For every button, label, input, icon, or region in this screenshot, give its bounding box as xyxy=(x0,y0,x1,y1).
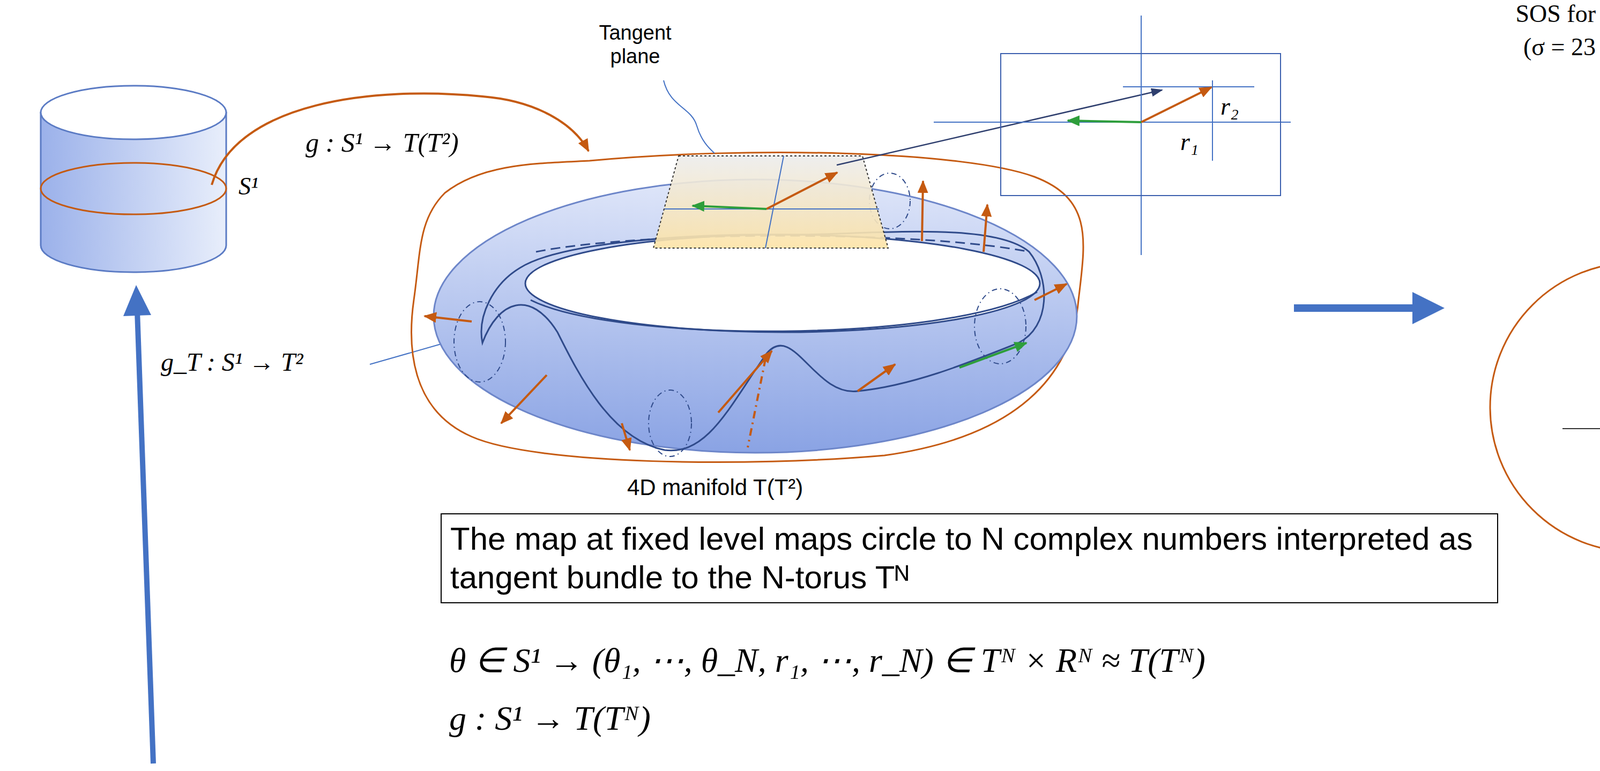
vector-arrows xyxy=(983,204,988,252)
right-arrow xyxy=(1293,304,1418,312)
inset-box: r₂ r₁ xyxy=(1000,53,1282,197)
partial-circle xyxy=(1490,262,1600,553)
vector-arrows xyxy=(501,375,547,424)
tangent-plane xyxy=(653,155,889,249)
map-curve xyxy=(211,93,589,185)
map-label: g : S¹ → T(T²) xyxy=(305,127,459,159)
vertical-arrow xyxy=(123,285,154,764)
tangent-plane xyxy=(766,172,838,210)
circle-label: S¹ xyxy=(238,172,259,202)
zoom-arrow xyxy=(836,90,1163,166)
cut-heading: (σ = 23 xyxy=(1523,33,1596,62)
tangent-plane xyxy=(664,208,880,210)
cylinder xyxy=(40,85,227,273)
vector-arrows xyxy=(1034,284,1067,301)
gT-curve xyxy=(481,231,1045,451)
partial-circle-tick xyxy=(1562,428,1600,430)
vector-arrows xyxy=(718,351,772,413)
box-text: The map at fixed level maps circle to N … xyxy=(450,519,1489,598)
formula: g : S¹ → T(Tᴺ) xyxy=(449,698,651,739)
callout-label: Tangent plane xyxy=(578,21,692,69)
vector-arrows xyxy=(424,316,472,322)
inset-axes xyxy=(1122,86,1255,88)
vertical-arrow xyxy=(123,285,152,317)
inset-vector xyxy=(1141,87,1212,123)
tangent-vector xyxy=(959,343,1027,368)
inset-axes xyxy=(933,15,1291,256)
section-loop xyxy=(411,152,1084,463)
cylinder xyxy=(40,162,227,215)
torus xyxy=(530,292,1038,332)
right-arrow xyxy=(1293,292,1445,325)
text-box: The map at fixed level maps circle to N … xyxy=(440,513,1499,604)
vector-arrows xyxy=(747,359,766,448)
right-arrow xyxy=(1412,292,1445,325)
vertical-arrow xyxy=(137,310,154,764)
cut-heading: SOS for xyxy=(1515,0,1596,29)
vector-arrows xyxy=(857,364,896,392)
formula: θ ∈ S¹ → (θ₁, ⋯, θ_N, r₁, ⋯, r_N) ∈ Tᴺ ×… xyxy=(449,641,1206,681)
vector-arrows xyxy=(921,181,924,242)
torus xyxy=(454,301,506,383)
inset-axes xyxy=(1211,80,1213,161)
axis-label: r₁ xyxy=(1180,129,1199,155)
tangent-plane xyxy=(653,155,889,249)
manifold-label: 4D manifold T(T²) xyxy=(627,474,803,501)
map-label: g_T : S¹ → T² xyxy=(160,347,303,377)
axis-label: r₂ xyxy=(1220,94,1239,119)
torus xyxy=(525,234,1040,333)
cylinder xyxy=(40,85,227,140)
leader-line xyxy=(369,343,445,365)
tangent-plane xyxy=(692,205,767,210)
inset-vector xyxy=(1067,120,1142,123)
leader-line xyxy=(663,80,715,154)
vector-arrows xyxy=(621,423,630,451)
torus xyxy=(648,390,692,457)
inset-axes xyxy=(1140,15,1142,256)
